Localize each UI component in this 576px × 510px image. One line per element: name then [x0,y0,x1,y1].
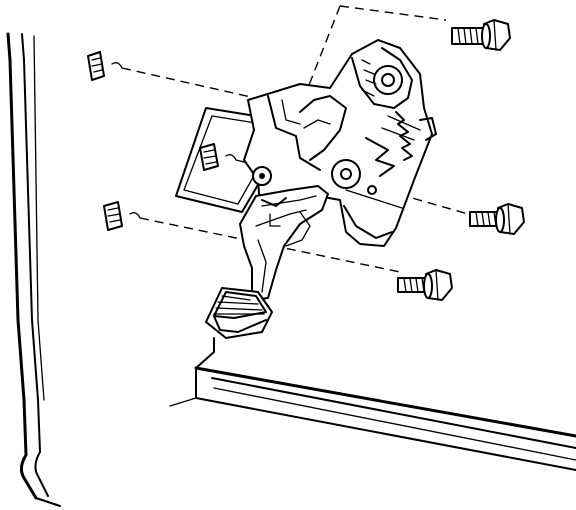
mounting-nut-upper [87,51,123,81]
mounting-bolt-lower [397,269,453,301]
door-pillar [6,32,61,507]
mounting-bolt-middle [469,203,525,235]
mounting-nut-middle [199,143,237,171]
floor-sill [169,337,576,471]
mounting-bolt-upper [451,19,511,51]
parking-brake-pedal-assembly [239,39,437,301]
pedal-pad [205,287,273,339]
mounting-nut-lower [103,201,141,231]
